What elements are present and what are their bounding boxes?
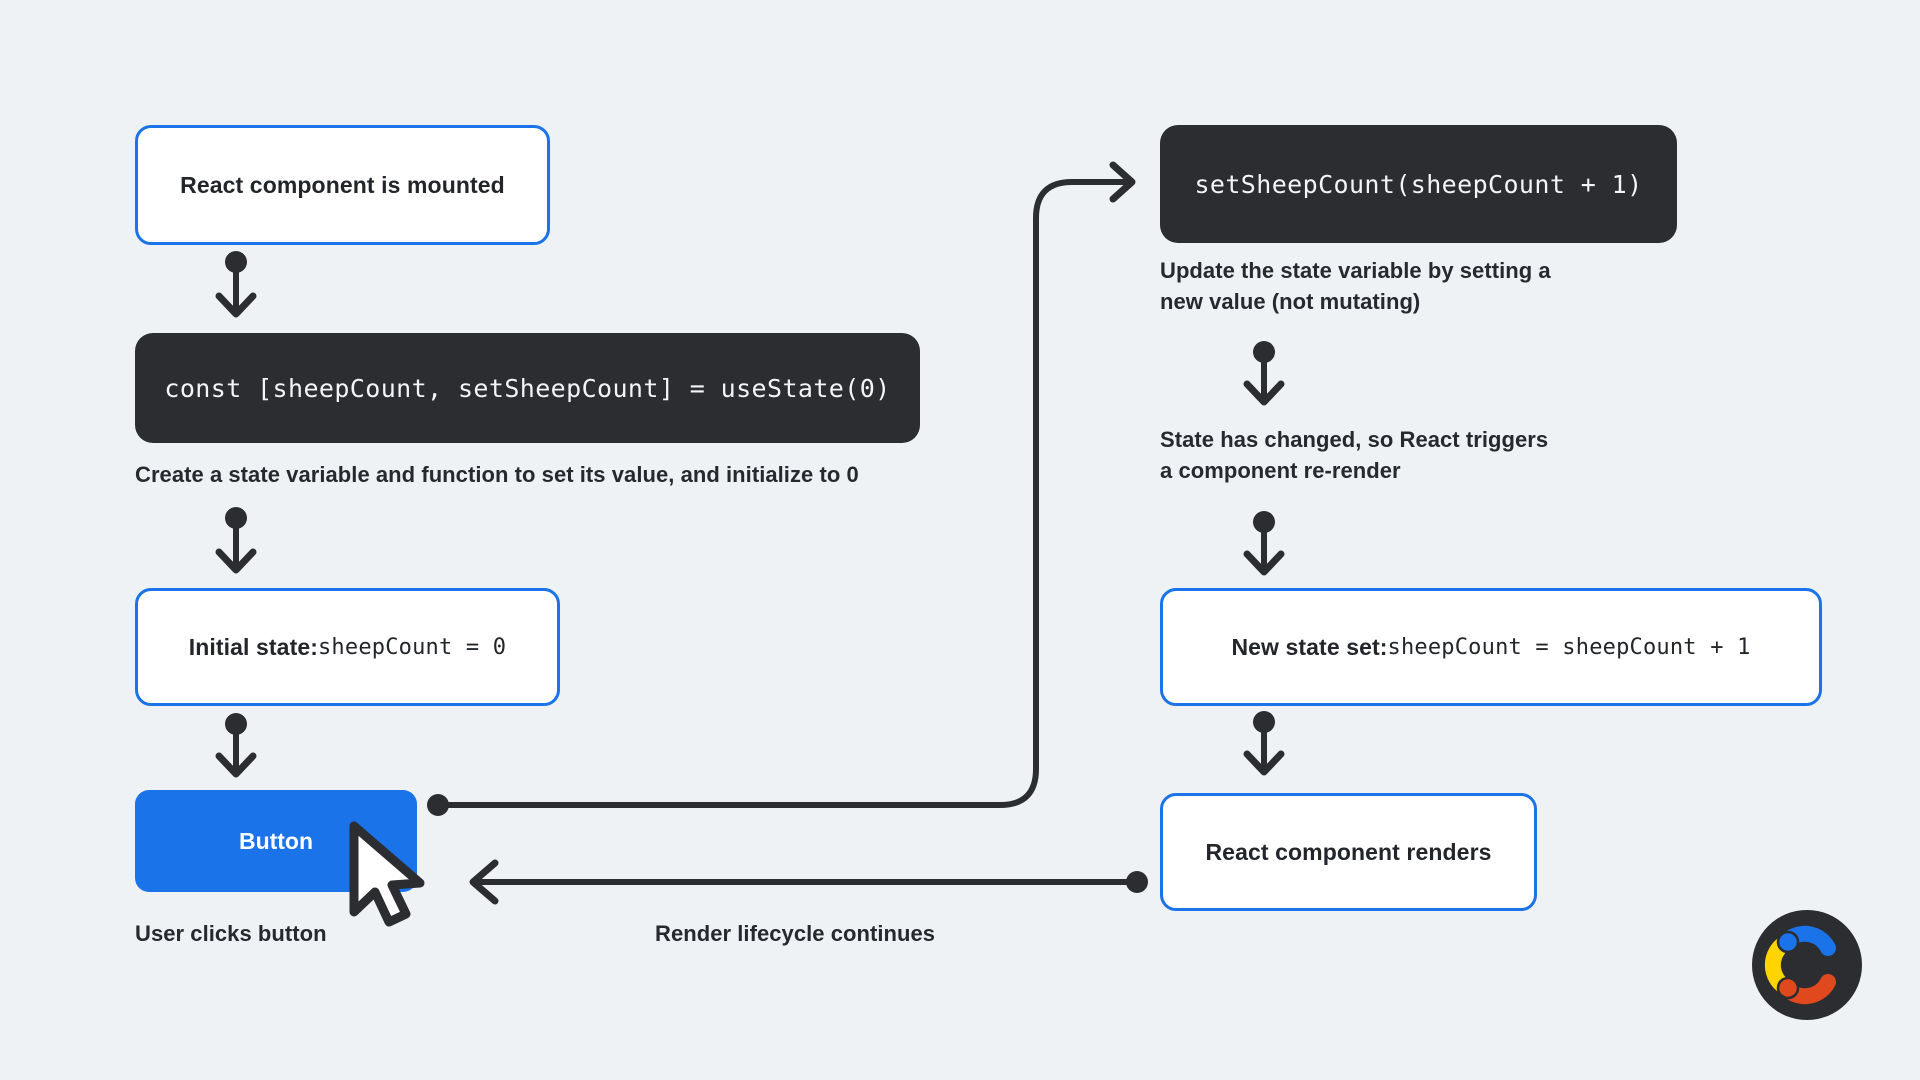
caption-render-lifecycle-continues: Render lifecycle continues (655, 921, 936, 946)
node-initial-state[interactable]: Initial state: sheepCount = 0 (135, 588, 560, 706)
button-label: Button (238, 827, 314, 854)
new-state-code: sheepCount = sheepCount + 1 (1387, 634, 1751, 660)
node-new-state-set[interactable]: New state set: sheepCount = sheepCount +… (1160, 588, 1822, 706)
arrow-setter-to-rerender (1247, 341, 1281, 402)
arrow-rerender-to-new-state (1247, 511, 1281, 572)
arrow-usestate-to-initial-state (219, 507, 253, 570)
caption-update-state-variable: Update the state variable by setting a n… (1160, 258, 1551, 315)
arrow-new-state-to-renders (1247, 711, 1281, 772)
arrow-renders-to-button-loop (469, 859, 1148, 905)
codecademy-c-logo (1752, 910, 1862, 1020)
arrow-button-to-setter (427, 161, 1136, 816)
caption-user-clicks-button: User clicks button (135, 921, 327, 946)
node-mounted-label: React component is mounted (180, 171, 505, 198)
new-state-prefix: New state set: (1231, 633, 1388, 660)
initial-state-code: sheepCount = 0 (317, 634, 507, 660)
node-react-component-mounted[interactable]: React component is mounted (135, 125, 550, 245)
arrow-mounted-to-usestate (219, 251, 253, 314)
initial-state-prefix: Initial state: (188, 633, 318, 660)
node-react-component-renders[interactable]: React component renders (1160, 793, 1537, 911)
button-sheep-counter[interactable]: Button (135, 790, 417, 892)
setter-code-text: setSheepCount(sheepCount + 1) (1194, 169, 1643, 199)
caption-create-state-variable: Create a state variable and function to … (135, 462, 859, 487)
arrow-initial-state-to-button (219, 713, 253, 774)
node-setsheepcount-code[interactable]: setSheepCount(sheepCount + 1) (1160, 125, 1677, 243)
node-usestate-code[interactable]: const [sheepCount, setSheepCount] = useS… (135, 333, 920, 443)
caption-state-has-changed: State has changed, so React triggers a c… (1160, 427, 1549, 484)
usestate-code-text: const [sheepCount, setSheepCount] = useS… (164, 373, 891, 403)
renders-label: React component renders (1205, 838, 1492, 865)
